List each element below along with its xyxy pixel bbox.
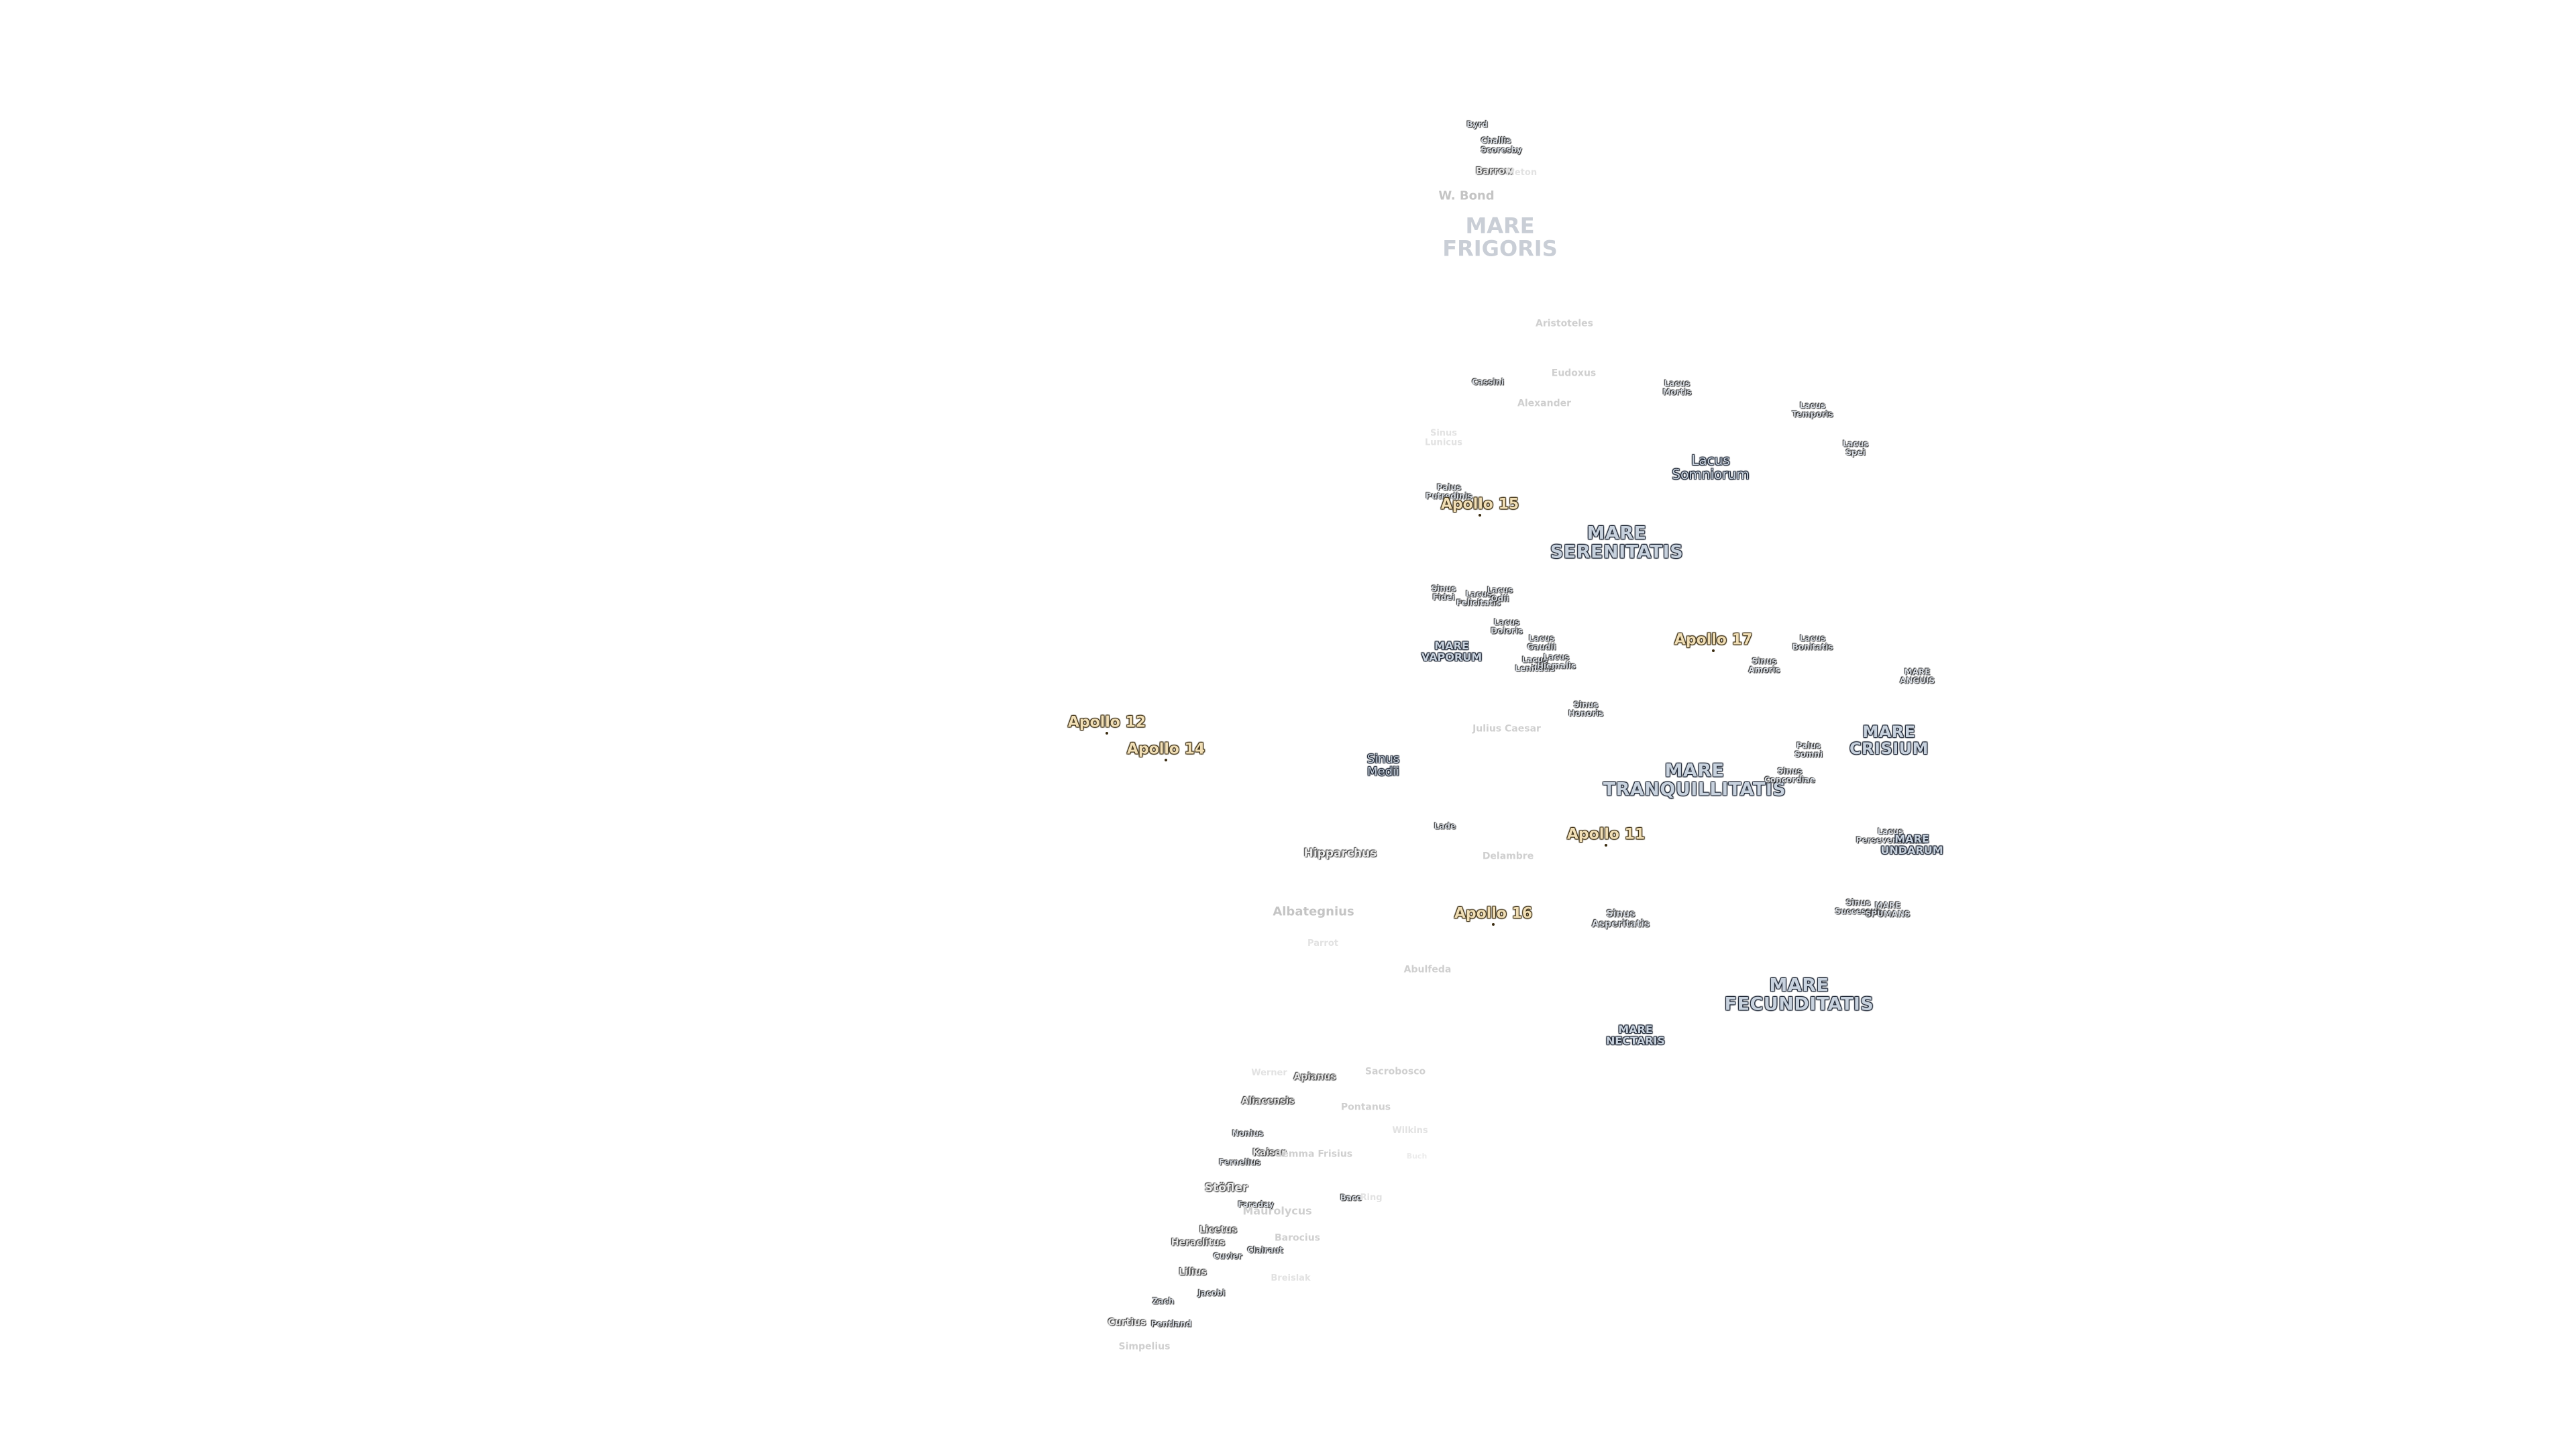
label-maurolycus: Maurolycus bbox=[1242, 1204, 1312, 1218]
label-apollo-14[interactable]: Apollo 14 bbox=[1126, 741, 1205, 758]
label-lacus-hiemalis: Lacus Hiemalis bbox=[1536, 652, 1576, 670]
label-ring: Ring bbox=[1360, 1193, 1383, 1203]
label-buch: Buch bbox=[1406, 1152, 1428, 1161]
label-licetus: Licetus bbox=[1199, 1224, 1238, 1236]
label-mare-frigoris: MARE FRIGORIS bbox=[1442, 213, 1558, 261]
label-sinus-lunicus: Sinus Lunicus bbox=[1425, 428, 1462, 447]
label-apollo-17[interactable]: Apollo 17 bbox=[1674, 631, 1753, 649]
label-apollo-12[interactable]: Apollo 12 bbox=[1067, 714, 1146, 731]
label-w-bond: W. Bond bbox=[1438, 189, 1495, 203]
label-alexander: Alexander bbox=[1517, 398, 1571, 409]
label-heraclitus: Heraclitus bbox=[1171, 1237, 1226, 1248]
label-breislak: Breislak bbox=[1271, 1273, 1311, 1284]
label-sinus-honoris: Sinus Honoris bbox=[1568, 700, 1604, 718]
apollo-11-marker[interactable] bbox=[1605, 844, 1607, 847]
apollo-16-marker[interactable] bbox=[1492, 923, 1495, 926]
label-lacus-mortis: Lacus Mortis bbox=[1662, 378, 1692, 396]
label-meton: Meton bbox=[1505, 168, 1538, 178]
label-palus-somni: Palus Somni bbox=[1794, 741, 1823, 759]
label-faraday: Faraday bbox=[1238, 1199, 1274, 1210]
label-curtius: Curtius bbox=[1108, 1317, 1146, 1328]
label-lacus-somniorum: Lacus Somniorum bbox=[1672, 452, 1750, 482]
label-lacus-odii: Lacus Odii bbox=[1487, 585, 1513, 603]
label-albategnius: Albategnius bbox=[1273, 904, 1354, 919]
label-sacrobosco: Sacrobosco bbox=[1364, 1066, 1426, 1077]
label-kaiser: Kaiser bbox=[1252, 1147, 1286, 1159]
label-werner: Werner bbox=[1251, 1068, 1287, 1079]
label-mare-tranquillitatis: MARE TRANQUILLITATIS bbox=[1603, 760, 1786, 800]
apollo-12-marker[interactable] bbox=[1106, 732, 1108, 735]
apollo-14-marker[interactable] bbox=[1165, 759, 1167, 761]
label-lilius: Lilius bbox=[1179, 1267, 1207, 1278]
label-cuvier: Cuvier bbox=[1213, 1251, 1242, 1261]
label-mare-undarum: MARE UNDARUM bbox=[1880, 833, 1943, 857]
label-barrow: Barrow bbox=[1475, 166, 1514, 177]
label-apianus: Apianus bbox=[1293, 1071, 1336, 1083]
label-fernelius: Fernelius bbox=[1218, 1157, 1261, 1167]
label-nonius: Nonius bbox=[1232, 1128, 1264, 1138]
label-sinus-fidei: Sinus Fidei bbox=[1431, 584, 1456, 602]
label-palus-putredinis: Palus Putredinis bbox=[1426, 482, 1472, 500]
label-aristoteles: Aristoteles bbox=[1536, 318, 1593, 329]
label-lacus-bonitatis: Lacus Bonitatis bbox=[1792, 633, 1833, 651]
label-pontanus: Pontanus bbox=[1340, 1102, 1391, 1113]
label-eudoxus: Eudoxus bbox=[1551, 368, 1597, 379]
label-sinus-amoris: Sinus Amoris bbox=[1748, 656, 1780, 674]
label-julius-caesar: Julius Caesar bbox=[1472, 723, 1541, 735]
label-lacus-perseverantiae: Lacus Perseverantiae bbox=[1856, 826, 1925, 845]
label-scoresby: Scoresby bbox=[1481, 145, 1522, 155]
label-pentland: Pentland bbox=[1150, 1319, 1192, 1329]
label-lade: Lade bbox=[1434, 821, 1456, 831]
label-zach: Zach bbox=[1152, 1296, 1175, 1306]
label-barocius: Barocius bbox=[1274, 1232, 1321, 1244]
label-simpelius: Simpelius bbox=[1118, 1341, 1171, 1352]
label-stofler: Stöfler bbox=[1204, 1181, 1248, 1195]
label-apollo-16[interactable]: Apollo 16 bbox=[1454, 905, 1533, 922]
label-lacus-lenitatis: Lacus Lenitatis bbox=[1515, 655, 1555, 673]
label-lacus-doloris: Lacus Doloris bbox=[1491, 617, 1523, 635]
label-sinus-medii: Sinus Medii bbox=[1366, 752, 1400, 779]
label-apollo-15[interactable]: Apollo 15 bbox=[1440, 496, 1519, 513]
label-sinus-concordiae: Sinus Concordiae bbox=[1764, 766, 1815, 784]
label-gemma-frisius: Gemma Frisius bbox=[1274, 1148, 1353, 1160]
label-sinus-asperitatis: Sinus Asperitatis bbox=[1591, 908, 1650, 929]
label-cassini: Cassini bbox=[1472, 377, 1504, 387]
apollo-17-marker[interactable] bbox=[1712, 649, 1715, 652]
label-delambre: Delambre bbox=[1482, 851, 1534, 862]
label-mare-serenitatis: MARE SERENITATIS bbox=[1550, 523, 1684, 563]
label-mare-fecunditatis: MARE FECUNDITATIS bbox=[1724, 975, 1874, 1015]
label-mare-spumans: MARE SPUMANS bbox=[1865, 900, 1911, 918]
label-byrd: Byrd bbox=[1466, 119, 1488, 129]
label-lacus-felicitatis: Lacus Felicitatis bbox=[1456, 589, 1501, 607]
label-challis: Challis bbox=[1481, 136, 1511, 146]
label-sinus-successus: Sinus Successus bbox=[1835, 898, 1882, 916]
label-mare-anguis: MARE ANGUIS bbox=[1899, 667, 1935, 685]
label-clairaut: Clairaut bbox=[1247, 1245, 1283, 1255]
label-lacus-gaudii: Lacus Gaudii bbox=[1527, 633, 1556, 651]
label-parrot: Parrot bbox=[1307, 938, 1338, 949]
label-mare-nectaris: MARE NECTARIS bbox=[1606, 1023, 1665, 1047]
label-baco: Baco bbox=[1340, 1193, 1362, 1203]
label-jacobi: Jacobi bbox=[1197, 1288, 1226, 1298]
label-abulfeda: Abulfeda bbox=[1403, 964, 1452, 975]
label-lacus-temporis: Lacus Temporis bbox=[1792, 400, 1833, 419]
label-mare-vaporum: MARE VAPORUM bbox=[1421, 639, 1483, 663]
label-aliacensis: Aliacensis bbox=[1241, 1095, 1295, 1107]
apollo-15-marker[interactable] bbox=[1479, 514, 1481, 517]
label-wilkins: Wilkins bbox=[1392, 1126, 1428, 1136]
label-mare-crisium: MARE CRISIUM bbox=[1849, 722, 1929, 758]
label-hipparchus: Hipparchus bbox=[1303, 847, 1377, 861]
label-lacus-spei: Lacus Spei bbox=[1842, 439, 1869, 457]
label-apollo-11[interactable]: Apollo 11 bbox=[1566, 826, 1646, 843]
